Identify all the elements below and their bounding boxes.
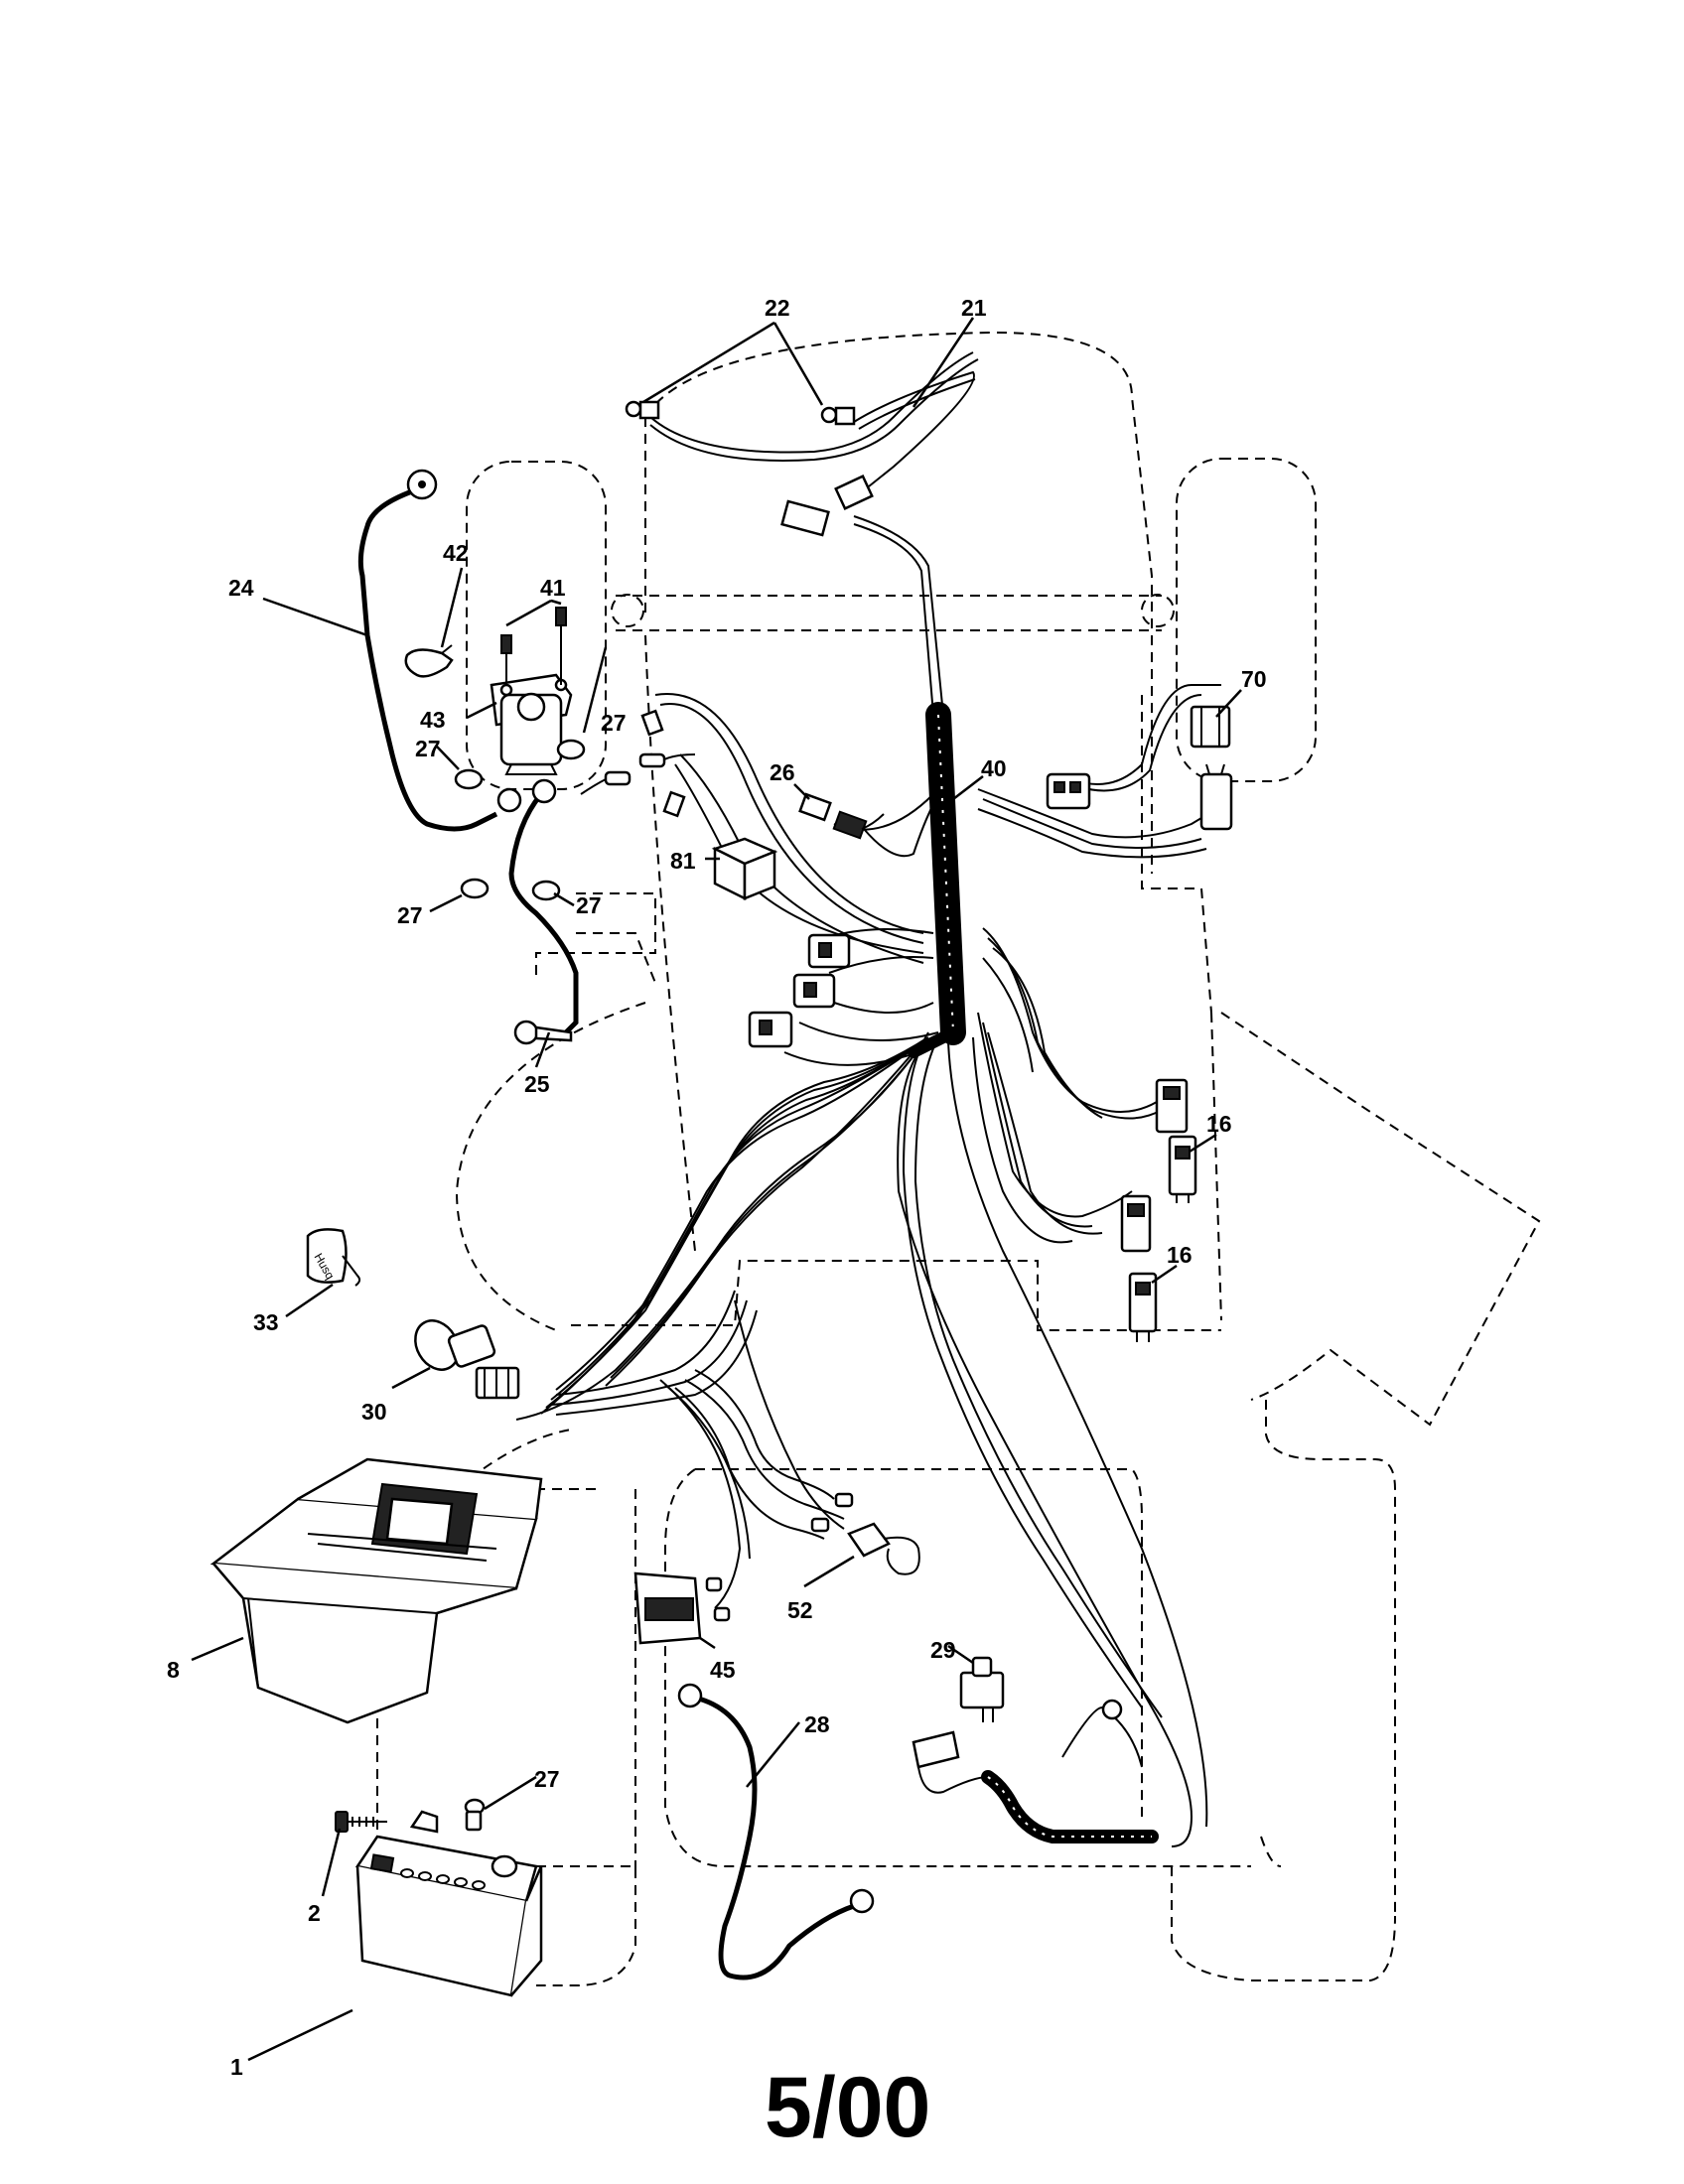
callout-27-lower-left: 27 <box>397 902 423 928</box>
dash-wire-bundle <box>515 1036 929 1609</box>
battery-box <box>210 1457 543 1724</box>
connector-16-lower-harness <box>1120 1194 1152 1253</box>
hex-nuts <box>454 739 586 1816</box>
switch-connectors-center <box>748 933 851 1048</box>
connector-52 <box>847 1522 920 1575</box>
relay <box>711 837 778 901</box>
battery-cable <box>357 488 579 1034</box>
callout-2: 2 <box>308 1900 321 1926</box>
connector-70-mate <box>1199 763 1233 831</box>
callout-41: 41 <box>540 575 566 601</box>
headlight-connector-a <box>834 475 874 510</box>
leader-lines <box>191 317 1242 2062</box>
callout-81: 81 <box>670 848 696 874</box>
callout-16-lower: 16 <box>1167 1242 1193 1268</box>
boot-cover <box>404 644 454 678</box>
callout-43: 43 <box>420 707 446 733</box>
battery <box>354 1835 543 1997</box>
callout-16-upper: 16 <box>1206 1111 1232 1137</box>
connector-26 <box>798 792 885 840</box>
main-harness-wires <box>654 684 1221 1847</box>
connector-right-plug <box>1046 772 1091 810</box>
callout-30: 30 <box>361 1399 387 1425</box>
callout-33: 33 <box>253 1309 279 1335</box>
callout-1: 1 <box>230 2054 243 2080</box>
fuse-holders <box>580 752 696 795</box>
headlight-bulb-left <box>625 400 660 420</box>
pto-connector <box>912 1730 989 1794</box>
wire-terminals-left <box>640 709 686 818</box>
connector-70 <box>1190 705 1231 749</box>
callout-70: 70 <box>1241 666 1267 692</box>
ground-cable <box>677 1683 875 1980</box>
cable-lug-25 <box>513 1020 573 1045</box>
callout-8: 8 <box>167 1657 180 1683</box>
callout-40: 40 <box>981 755 1007 781</box>
callout-25: 25 <box>524 1071 550 1097</box>
callout-27-battery: 27 <box>534 1766 560 1792</box>
callout-42: 42 <box>443 540 469 566</box>
callout-45: 45 <box>710 1657 736 1683</box>
battery-cable-lug-top <box>406 469 438 500</box>
brake-switch <box>959 1656 1005 1722</box>
callout-27-left: 27 <box>415 736 441 761</box>
callout-22: 22 <box>765 295 790 321</box>
revision-date: 5/00 <box>765 2060 930 2155</box>
connector-16-upper <box>1168 1135 1197 1203</box>
solenoid <box>490 673 573 775</box>
callout-26: 26 <box>770 759 795 785</box>
callout-27-right: 27 <box>601 710 627 736</box>
wire-terminals-lower <box>705 1492 854 1622</box>
harness-conduit <box>908 702 966 1058</box>
battery-bolt-and-nut <box>335 1810 483 1834</box>
connector-16-lower <box>1128 1272 1158 1342</box>
ground-lug-right <box>1101 1699 1123 1720</box>
solenoid-screws <box>500 607 567 685</box>
ignition-switch <box>414 1319 520 1400</box>
headlight-harness <box>649 351 979 716</box>
callout-21: 21 <box>961 295 987 321</box>
callout-52: 52 <box>787 1597 813 1623</box>
callout-labels: 22 21 24 42 41 43 27 27 27 27 27 26 40 7… <box>167 295 1267 2080</box>
solenoid-lugs <box>496 778 557 813</box>
coiled-wire <box>981 1770 1159 1843</box>
callout-29: 29 <box>930 1637 956 1663</box>
headlight-connector-b <box>780 499 830 537</box>
callout-24: 24 <box>228 575 254 601</box>
headlight-bulb-right <box>820 406 856 426</box>
callout-27-lower-right: 27 <box>576 892 602 918</box>
hour-meter <box>633 1571 702 1645</box>
callout-28: 28 <box>804 1711 830 1737</box>
ignition-key: Husq <box>306 1228 361 1287</box>
connector-16-upper-harness <box>1155 1078 1189 1134</box>
